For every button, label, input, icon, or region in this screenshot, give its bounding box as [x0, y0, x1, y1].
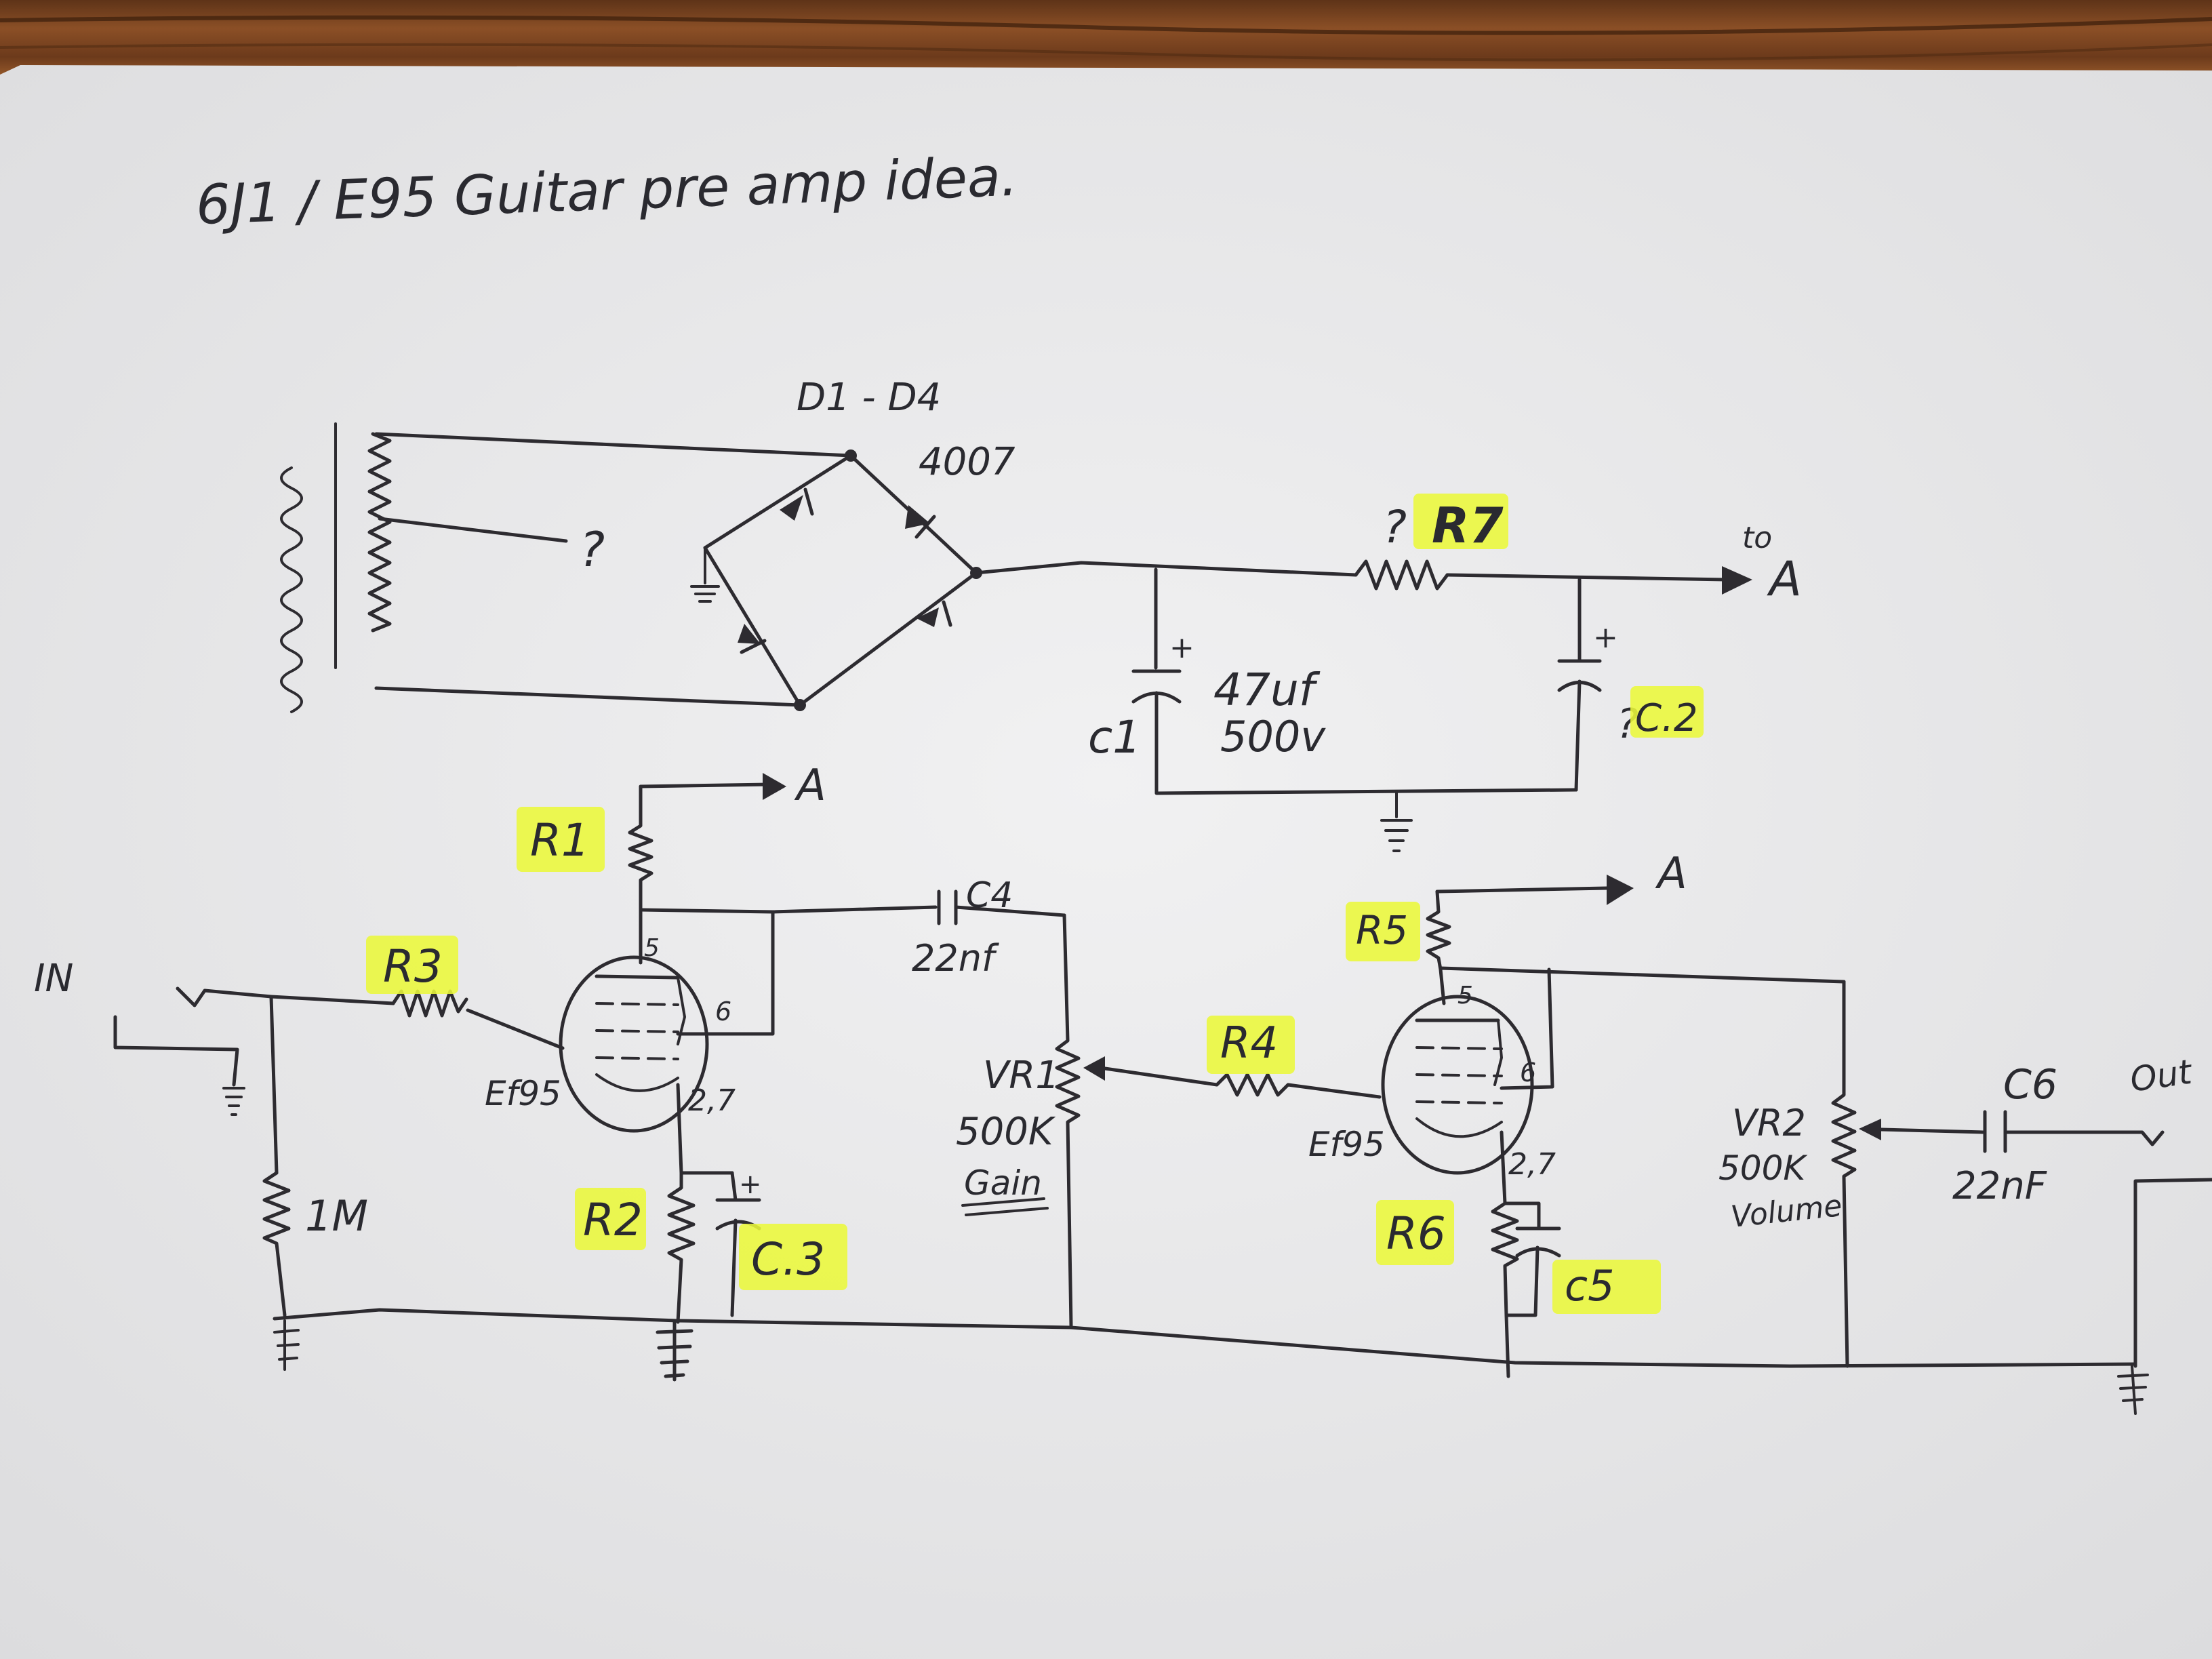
- tube1-pin27: 2,7: [688, 1083, 736, 1118]
- bridge-rectifier: [690, 449, 982, 711]
- secondary-bottom-wire: [374, 686, 802, 707]
- diode-part-number: 4007: [919, 440, 1015, 484]
- tube-2: [1381, 995, 1534, 1175]
- output-jack: [2133, 1178, 2212, 1368]
- paper-sheet: [0, 65, 2212, 1659]
- vr1-label: VR1: [983, 1054, 1060, 1098]
- c3-label: C.3: [751, 1233, 825, 1285]
- vr2-value: 500K: [1718, 1148, 1808, 1188]
- input-label: IN: [34, 957, 73, 1001]
- tube2-label: Ef95: [1308, 1125, 1385, 1164]
- tube1-pin6: 6: [715, 997, 731, 1026]
- secondary-top-wire: [374, 432, 853, 458]
- tube2-pin6: 6: [1520, 1058, 1536, 1087]
- c4-label: C4: [966, 875, 1013, 916]
- vr1-value: 500K: [956, 1110, 1056, 1154]
- r3-label: R3: [383, 940, 443, 993]
- c1-voltage: 500v: [1220, 712, 1326, 761]
- r5-highlight: [1346, 902, 1420, 961]
- psu-ground: [1380, 791, 1413, 852]
- c4-value: 22nf: [912, 937, 999, 980]
- r5-rail-arrow: [1607, 875, 1634, 905]
- tube2-pin27: 2,7: [1508, 1147, 1556, 1182]
- input-jack: [176, 986, 395, 1007]
- r1-rail-arrow: [763, 773, 786, 800]
- r2-label: R2: [583, 1194, 643, 1246]
- r7-highlight: [1413, 494, 1508, 549]
- tube1-pin5: 5: [644, 934, 660, 962]
- r4-label: R4: [1220, 1018, 1278, 1068]
- tube2-pin5: 5: [1457, 982, 1473, 1010]
- transformer: [280, 422, 392, 713]
- r1-rail-a: A: [794, 761, 826, 811]
- to-label: to: [1742, 521, 1772, 555]
- dc-rail: [974, 561, 1358, 577]
- c6-label: C6: [2003, 1061, 2057, 1108]
- c5-label: c5: [1565, 1261, 1615, 1311]
- r3-highlight: [366, 936, 458, 994]
- c2-polarity: +: [1593, 620, 1618, 655]
- c1-value: 47uf: [1213, 664, 1321, 716]
- c2-label: C.2: [1635, 696, 1698, 740]
- rail-arrow: [1722, 566, 1752, 595]
- r5-rail-a: A: [1655, 849, 1687, 899]
- r6-label: R6: [1386, 1207, 1446, 1260]
- c2-highlight: [1630, 686, 1704, 738]
- c1-label: c1: [1088, 711, 1141, 763]
- c3-polarity: +: [739, 1169, 762, 1200]
- vr1-name: Gain: [964, 1163, 1042, 1203]
- c1-polarity: +: [1169, 631, 1194, 665]
- c6-value: 22nF: [1952, 1164, 2047, 1208]
- r7-question: ?: [1383, 501, 1407, 553]
- secondary-center-tap: [378, 517, 568, 543]
- tube-1: [559, 955, 709, 1133]
- c3-highlight: [739, 1224, 847, 1290]
- r4-highlight: [1207, 1016, 1295, 1074]
- rail-a-label: A: [1767, 551, 1802, 607]
- r1-label: R1: [530, 814, 590, 866]
- center-tap-question: ?: [580, 522, 605, 578]
- rectifier-label: D1 - D4: [797, 376, 941, 420]
- tube1-label: Ef95: [485, 1074, 561, 1113]
- r7-label: R7: [1432, 497, 1504, 554]
- r5-label: R5: [1356, 907, 1408, 953]
- vr2-label: VR2: [1732, 1102, 1806, 1144]
- r1-highlight: [517, 807, 605, 872]
- output-label: Out: [2128, 1052, 2196, 1099]
- r6-highlight: [1376, 1200, 1454, 1265]
- grid-leak-value: 1M: [305, 1191, 368, 1241]
- c5-highlight: [1552, 1260, 1661, 1314]
- ground-bus: [273, 1308, 2137, 1368]
- r2-highlight: [575, 1188, 646, 1250]
